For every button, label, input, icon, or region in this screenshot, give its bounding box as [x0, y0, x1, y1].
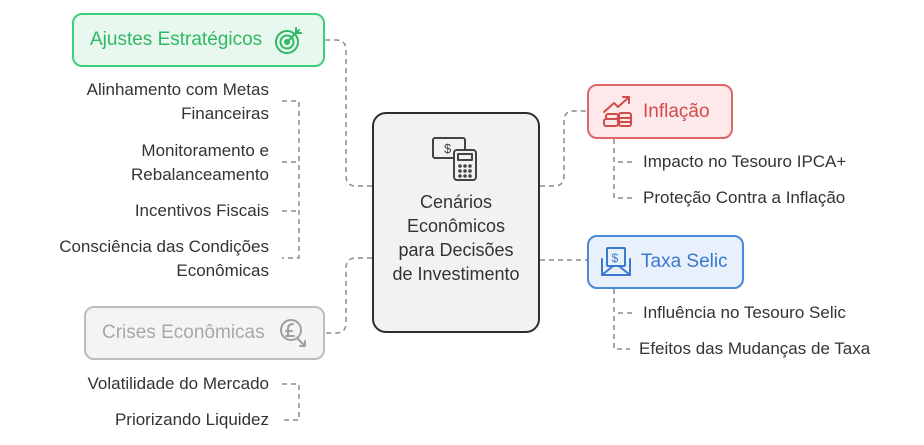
leaf-item: Monitoramento e Rebalanceamento [131, 141, 269, 184]
branch-ajustes-estrategicos[interactable]: Ajustes Estratégicos [72, 13, 325, 67]
leaf-item: Consciência das Condições Econômicas [59, 237, 269, 280]
branch-label: Ajustes Estratégicos [90, 29, 263, 50]
branch-label: Inflação [643, 100, 710, 122]
leaf-item: Priorizando Liquidez [114, 410, 269, 429]
central-topic-node[interactable]: $ Cenários Econômicos para Decisões de I… [372, 112, 540, 333]
central-topic-label: Cenários Econômicos para Decisões de Inv… [392, 192, 520, 284]
branch-inflacao[interactable]: Inflação [587, 84, 733, 139]
branch-crises-economicas[interactable]: Crises Econômicas [84, 306, 325, 360]
money-calculator-icon: $ [432, 137, 477, 181]
leaf-item: Impacto no Tesouro IPCA+ [643, 152, 847, 171]
branch-label: Taxa Selic [641, 251, 728, 272]
rising-coins-icon [603, 95, 632, 127]
svg-text:$: $ [444, 141, 452, 156]
leaf-item: Alinhamento com Metas Financeiras [86, 80, 269, 123]
leaf-item: Proteção Contra a Inflação [643, 188, 846, 207]
leaf-item: Influência no Tesouro Selic [643, 303, 846, 322]
money-envelope-icon: $ [601, 247, 631, 276]
svg-text:$: $ [612, 251, 619, 265]
leaf-item: Efeitos das Mudanças de Taxa [639, 339, 871, 358]
branch-taxa-selic[interactable]: $ Taxa Selic [587, 235, 744, 289]
target-icon [275, 27, 303, 54]
branch-label: Crises Econômicas [102, 322, 265, 343]
leaf-item: Volatilidade do Mercado [87, 374, 269, 393]
falling-coin-icon [279, 319, 306, 347]
leaf-item: Incentivos Fiscais [134, 201, 269, 220]
